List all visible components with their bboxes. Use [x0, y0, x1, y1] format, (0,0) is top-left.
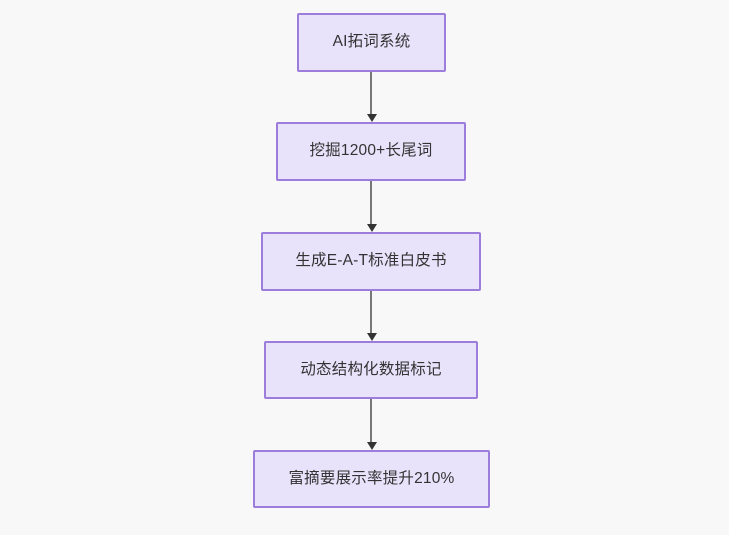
- edge-line: [370, 72, 372, 115]
- flow-node-ai-keyword-system[interactable]: AI拓词系统: [297, 13, 446, 72]
- flow-node-rich-snippet-rate-increase[interactable]: 富摘要展示率提升210%: [253, 450, 490, 508]
- edge-line: [370, 181, 372, 225]
- flow-node-label: 生成E-A-T标准白皮书: [295, 252, 447, 270]
- flow-node-label: 动态结构化数据标记: [300, 360, 442, 378]
- flow-node-dynamic-structured-data-markup[interactable]: 动态结构化数据标记: [264, 341, 478, 399]
- flow-node-label: AI拓词系统: [332, 33, 411, 51]
- arrowhead-icon: [367, 442, 377, 450]
- flow-node-generate-eat-whitepaper[interactable]: 生成E-A-T标准白皮书: [261, 232, 481, 291]
- edge-line: [370, 399, 372, 443]
- flow-node-label: 挖掘1200+长尾词: [309, 142, 433, 160]
- arrowhead-icon: [367, 224, 377, 232]
- arrowhead-icon: [367, 114, 377, 122]
- flow-node-mine-longtail-keywords[interactable]: 挖掘1200+长尾词: [276, 122, 466, 181]
- arrowhead-icon: [367, 333, 377, 341]
- edge-line: [370, 291, 372, 334]
- flow-node-label: 富摘要展示率提升210%: [288, 469, 455, 487]
